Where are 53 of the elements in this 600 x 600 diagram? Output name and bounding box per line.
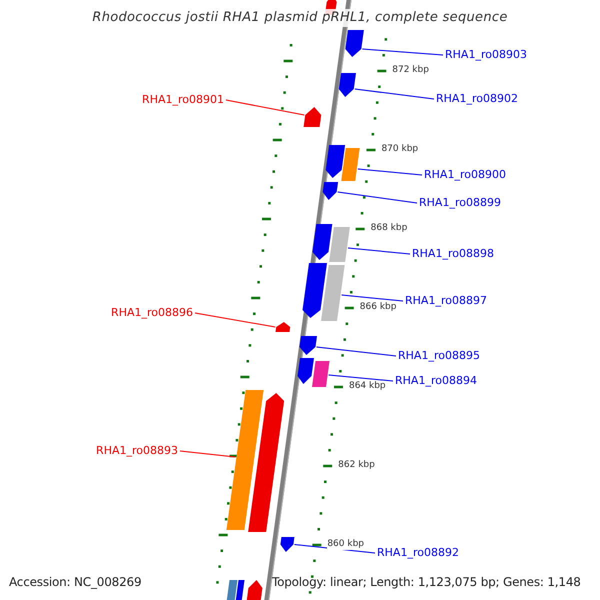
gene-block: [246, 580, 262, 600]
position-label: 864 kbp: [348, 381, 386, 392]
position-label: 870 kbp: [381, 144, 418, 155]
gene-label: RHA1_ro08895: [398, 349, 480, 363]
position-label: 860 kbp: [327, 539, 364, 550]
position-label: 866 kbp: [360, 302, 396, 313]
gene-block: [345, 30, 364, 57]
footer-text: Topology: linear; Length: 1,123,075 bp; Genes: 1,148: [272, 574, 581, 590]
gene-label: RHA1_ro08899: [419, 196, 501, 210]
leader-line: [362, 48, 444, 56]
gene-block: [226, 580, 238, 600]
gene-block: [302, 263, 327, 318]
gene-label: RHA1_ro08892: [377, 546, 459, 560]
gene-block: [338, 73, 356, 97]
leader-line: [328, 374, 394, 382]
position-label: 872 kbp: [392, 65, 429, 76]
leader-line: [357, 168, 422, 176]
gene-block: [312, 224, 332, 260]
gene-block: [341, 148, 360, 181]
gene-block: [329, 227, 350, 262]
position-label: 862 kbp: [338, 460, 375, 471]
leader-line: [337, 192, 418, 204]
gene-block: [226, 390, 264, 530]
gene-block: [321, 265, 345, 321]
footer-text: Accession: NC_008269: [9, 574, 142, 590]
gene-block: [280, 537, 294, 552]
leader-line: [341, 294, 404, 302]
gene-label: RHA1_ro08898: [412, 247, 494, 261]
gene-label: RHA1_ro08901: [142, 93, 224, 107]
gene-block: [326, 145, 346, 178]
leader-line: [348, 248, 410, 254]
gene-label: RHA1_ro08900: [424, 168, 506, 182]
gene-block: [248, 393, 284, 532]
gene-block: [235, 580, 244, 600]
leader-line: [226, 100, 305, 116]
leader-line: [194, 312, 276, 328]
gene-label: RHA1_ro08893: [96, 444, 178, 458]
gene-label: RHA1_ro08897: [405, 294, 487, 308]
gene-block: [276, 322, 290, 332]
gene-block: [322, 182, 338, 200]
gene-label: RHA1_ro08903: [445, 48, 527, 62]
gene-label: RHA1_ro08894: [395, 374, 477, 388]
leader-line: [180, 450, 236, 458]
leader-line: [316, 346, 396, 356]
position-label: 868 kbp: [370, 223, 408, 234]
gene-label: RHA1_ro08902: [436, 92, 518, 106]
diagram-title: Rhodococcus jostii RHA1 plasmid pRHL1, complete sequence: [90, 9, 510, 27]
gene-label: RHA1_ro08896: [111, 306, 193, 320]
gene-block: [312, 361, 330, 387]
leader-line: [354, 88, 434, 100]
gene-block: [298, 358, 314, 384]
gene-block: [304, 107, 322, 127]
gene-block: [300, 336, 317, 355]
